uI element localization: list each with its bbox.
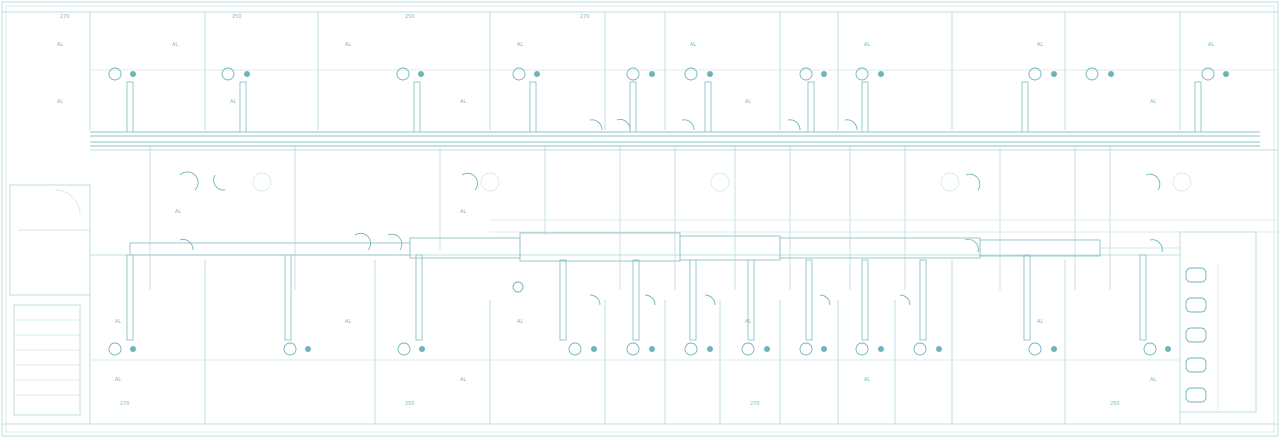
- room-label: AL: [745, 319, 751, 325]
- duct-size-tag: 250: [1110, 401, 1120, 407]
- duct-size-tag: 250: [232, 14, 242, 20]
- partition-walls-bottom: [89, 260, 1181, 424]
- room-label: AL: [1037, 42, 1043, 48]
- duct-size-tag: 270: [120, 401, 130, 407]
- branch-pipes: [149, 146, 1111, 290]
- room-label: AL: [460, 209, 466, 215]
- room-label: AL: [745, 99, 751, 105]
- room-label: AL: [1150, 377, 1156, 383]
- corridor-walls: [90, 149, 1278, 256]
- room-labels: AL AL AL AL AL AL AL AL AL AL AL AL AL A…: [57, 42, 1214, 383]
- room-label: AL: [175, 209, 181, 215]
- room-label: AL: [57, 42, 63, 48]
- main-duct-upper: [90, 131, 1260, 147]
- duct-size-tag: 250: [405, 14, 415, 20]
- room-label: AL: [460, 99, 466, 105]
- room-label: AL: [690, 42, 696, 48]
- room-label: AL: [864, 377, 870, 383]
- riser-ducts-top: [126, 81, 1202, 133]
- riser-ducts-bottom: [126, 254, 1147, 341]
- restroom-block: [1179, 231, 1257, 413]
- room-label: AL: [57, 99, 63, 105]
- room-label: AL: [1037, 319, 1043, 325]
- duct-size-tag: 250: [405, 401, 415, 407]
- duct-size-tag: 270: [750, 401, 760, 407]
- corridor-elbows: [179, 119, 1192, 306]
- duct-size-tag: 270: [60, 14, 70, 20]
- room-label: AL: [115, 377, 121, 383]
- diffusers-top: [108, 67, 1229, 81]
- room-label: AL: [172, 42, 178, 48]
- room-label: AL: [115, 319, 121, 325]
- duct-size-tag: 270: [580, 14, 590, 20]
- stair-block: [9, 184, 91, 416]
- diffusers-bottom: [108, 342, 1171, 356]
- room-label: AL: [345, 42, 351, 48]
- duct-size-tags: 270 250 250 270 270 250 270 250: [60, 14, 1120, 407]
- main-duct-corridor: [129, 232, 1180, 262]
- room-label: AL: [517, 42, 523, 48]
- room-label: AL: [1150, 99, 1156, 105]
- room-label: AL: [460, 377, 466, 383]
- room-label: AL: [864, 42, 870, 48]
- room-label: AL: [517, 319, 523, 325]
- room-label: AL: [345, 319, 351, 325]
- room-label: AL: [230, 99, 236, 105]
- partition-walls-top: [89, 12, 1278, 130]
- room-label: AL: [1208, 42, 1214, 48]
